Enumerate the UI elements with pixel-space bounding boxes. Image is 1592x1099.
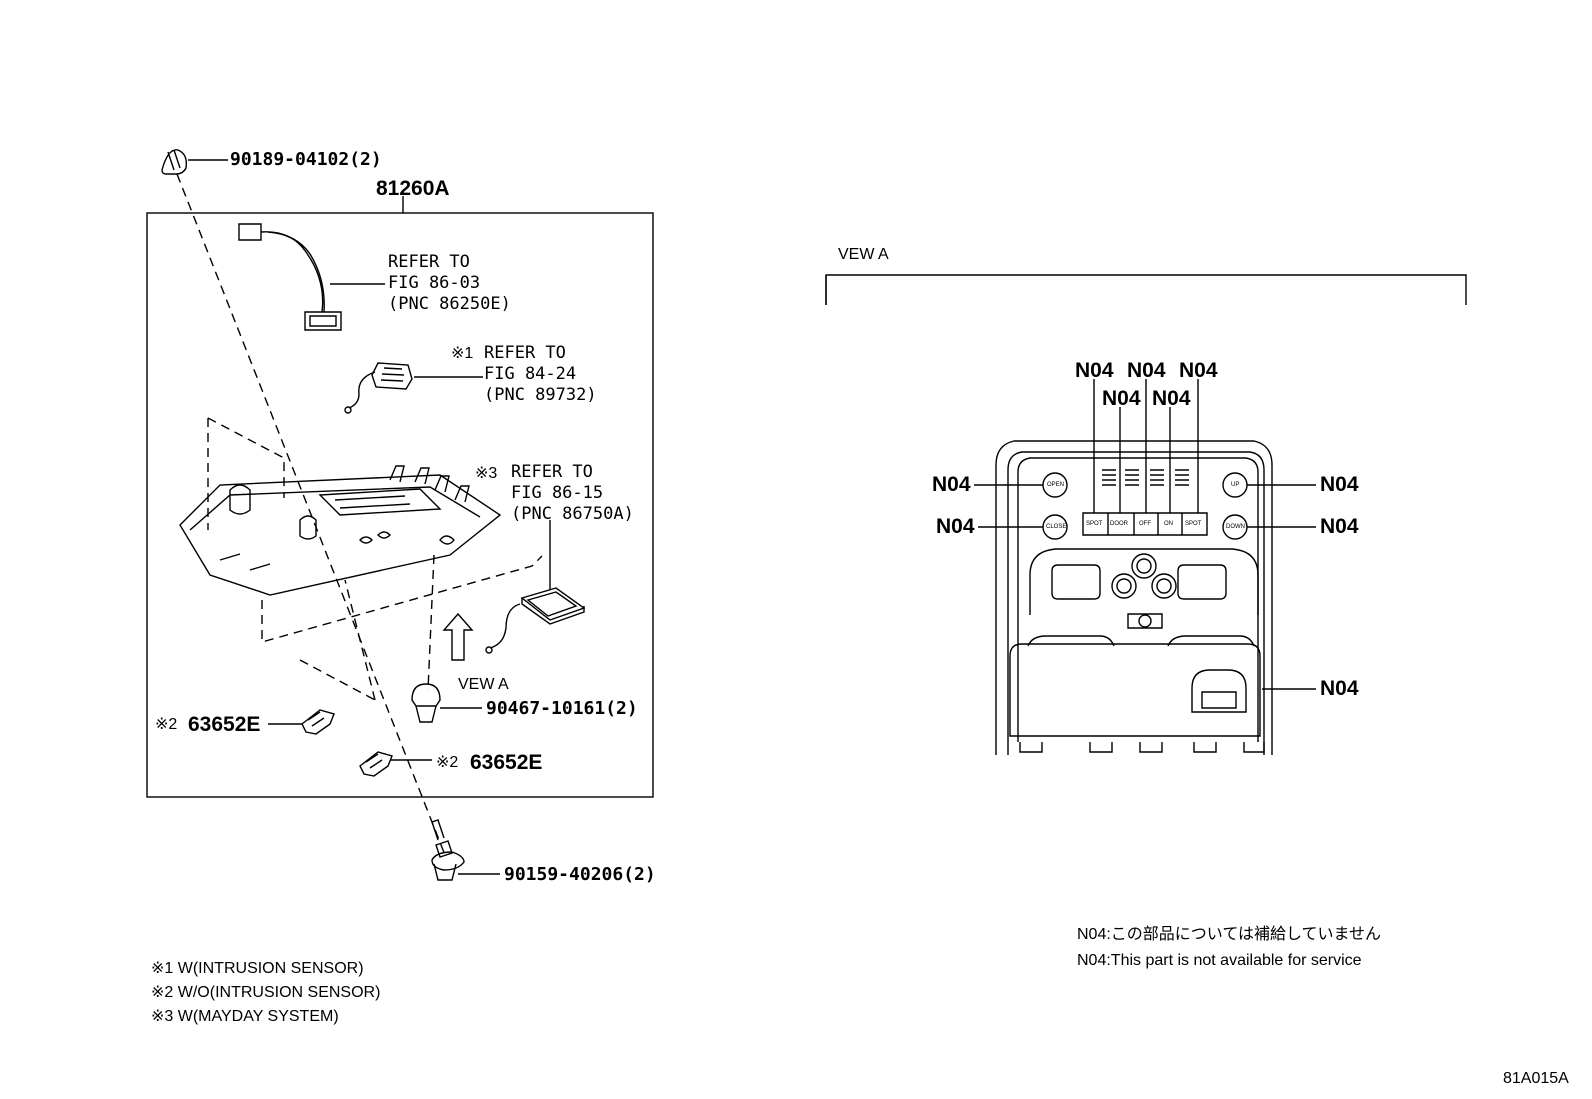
- clip-right-mark: ※2: [436, 754, 459, 771]
- button-label-spot-right: SPOT: [1185, 521, 1202, 527]
- n04-right-1: N04: [1320, 473, 1359, 496]
- clip-90467-icon: [411, 683, 441, 723]
- button-label-spot-left: SPOT: [1086, 521, 1103, 527]
- ref1-line3: (PNC 86250E): [388, 294, 511, 314]
- ref2-mark: ※1: [451, 345, 474, 362]
- legend-item-2: ※2 W/O(INTRUSION SENSOR): [151, 984, 381, 1001]
- part-number-90189: 90189-04102(2): [230, 149, 382, 170]
- intrusion-sensor-icon: [344, 362, 413, 414]
- legend-item-1: ※1 W(INTRUSION SENSOR): [151, 960, 364, 977]
- n04-top-5: N04: [1152, 387, 1191, 410]
- legend-item-3: ※3 W(MAYDAY SYSTEM): [151, 1008, 339, 1025]
- clip-right-number: 63652E: [470, 751, 543, 774]
- console-body-icon: [179, 465, 502, 596]
- n04-top-2: N04: [1127, 359, 1166, 382]
- clip-63652e-left-icon: [301, 709, 335, 735]
- button-label-down: DOWN: [1226, 524, 1245, 530]
- figure-id: 81A015A: [1503, 1070, 1569, 1087]
- ref2-line2: FIG 84-24: [484, 364, 577, 384]
- assembly-frame: [146, 212, 654, 798]
- n04-left-1: N04: [932, 473, 971, 496]
- ref2-line3: (PNC 89732): [484, 385, 597, 405]
- ref3-line2: FIG 86-15: [511, 483, 604, 503]
- button-label-up: UP: [1231, 482, 1240, 488]
- ref2-line1: REFER TO: [484, 343, 566, 363]
- button-label-off: OFF: [1139, 521, 1151, 527]
- button-label-on: ON: [1164, 521, 1173, 527]
- view-a-bracket: [825, 274, 1467, 305]
- ref3-line1: REFER TO: [511, 462, 593, 482]
- ref1-line1: REFER TO: [388, 252, 470, 272]
- n04-top-1: N04: [1075, 359, 1114, 382]
- n04-top-4: N04: [1102, 387, 1141, 410]
- harness-86250e-icon: [238, 223, 342, 331]
- button-label-open: OPEN: [1047, 482, 1065, 488]
- n04-right-2: N04: [1320, 515, 1359, 538]
- assembly-number: 81260A: [376, 177, 450, 200]
- ref3-line3: (PNC 86750A): [511, 504, 634, 524]
- ref1-line2: FIG 86-03: [388, 273, 481, 293]
- ref3-mark: ※3: [475, 465, 498, 482]
- view-a-arrow-icon: [442, 612, 474, 661]
- part-number-90159: 90159-40206(2): [504, 864, 656, 885]
- n04-right-3: N04: [1320, 677, 1359, 700]
- clip-63652e-right-icon: [359, 751, 393, 777]
- view-a-title: VEW A: [838, 246, 889, 263]
- note-n04-japanese: N04:この部品については補給していません: [1077, 926, 1382, 943]
- n04-left-2: N04: [936, 515, 975, 538]
- part-number-90467: 90467-10161(2): [486, 698, 638, 719]
- button-label-door: DOOR: [1110, 521, 1128, 527]
- clip-left-mark: ※2: [155, 716, 178, 733]
- bolt-90159-icon: [431, 819, 465, 881]
- mayday-module-icon: [485, 587, 586, 654]
- n04-top-3: N04: [1179, 359, 1218, 382]
- button-label-close: CLOSE: [1046, 524, 1067, 530]
- note-n04-english: N04:This part is not available for servi…: [1077, 952, 1362, 969]
- clip-left-number: 63652E: [188, 713, 261, 736]
- clip-90189-icon: [161, 149, 188, 175]
- view-a-label: VEW A: [458, 676, 509, 693]
- overhead-console-view-icon: [995, 440, 1273, 755]
